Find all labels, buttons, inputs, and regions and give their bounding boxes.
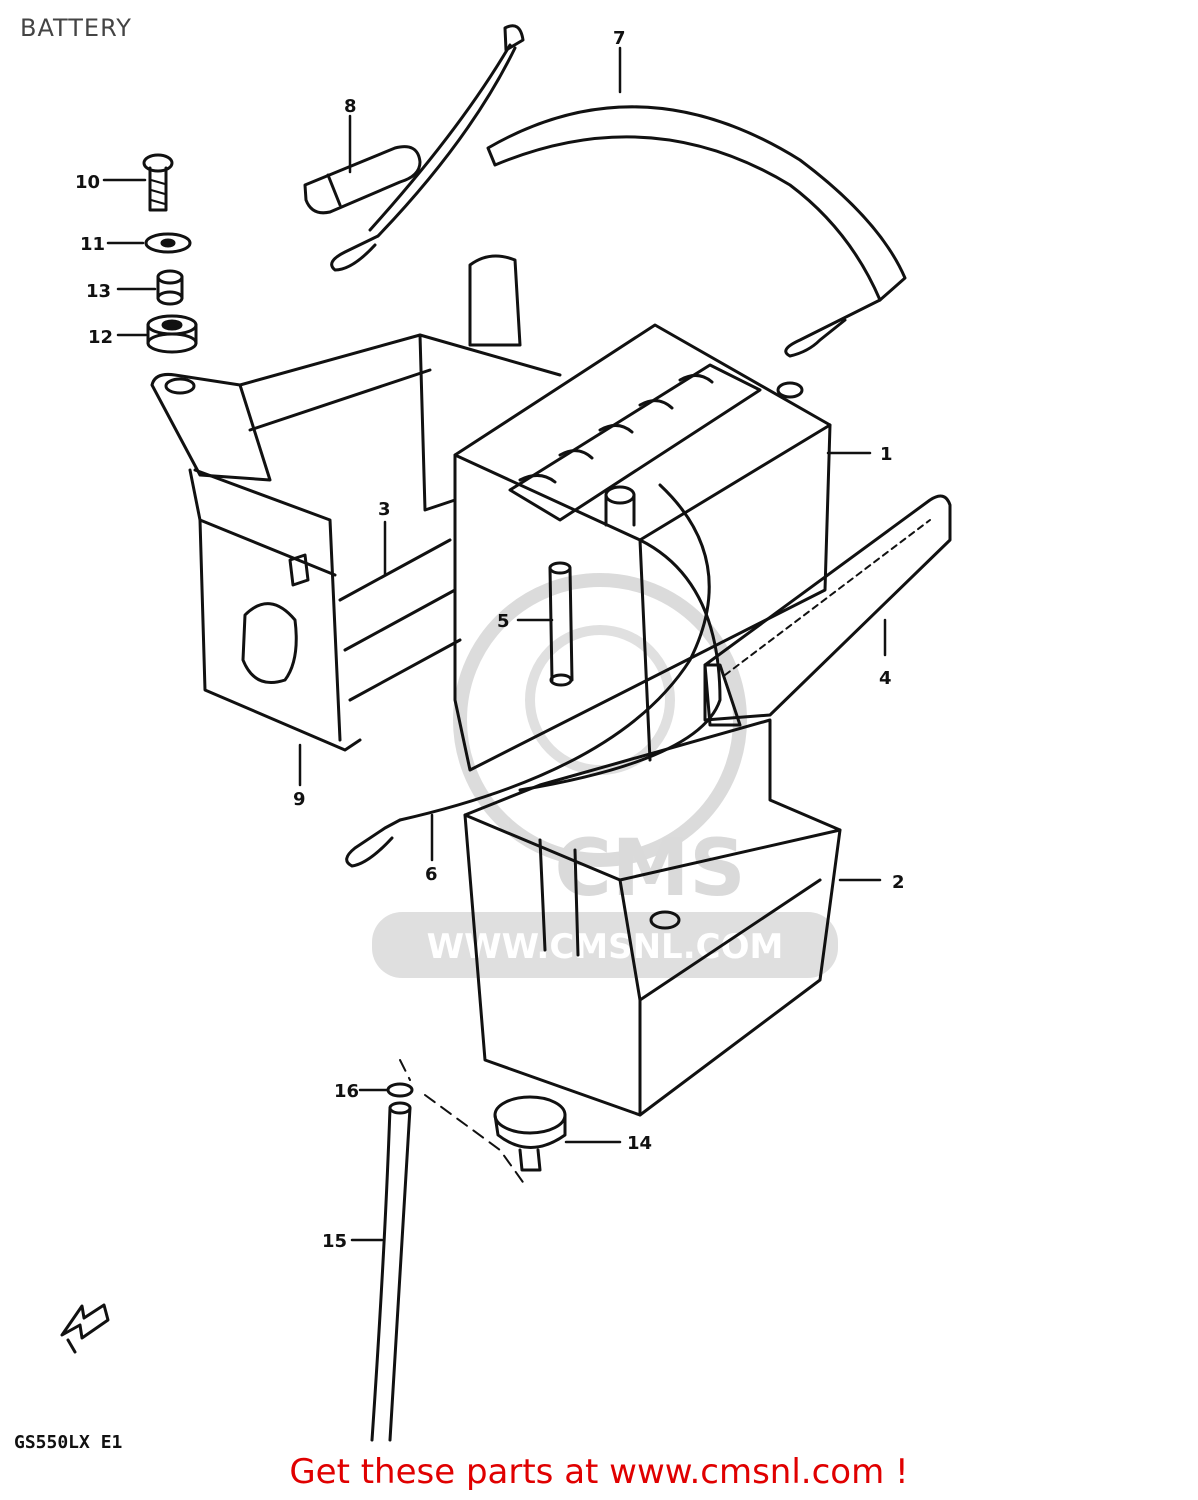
callout-9: 9 [293, 789, 306, 810]
callout-6: 6 [425, 864, 438, 885]
battery-holder-part [150, 254, 562, 752]
washer-part [144, 232, 192, 254]
cushion-part [146, 314, 198, 354]
footer-link[interactable]: Get these parts at www.cmsnl.com ! [289, 1452, 909, 1492]
watermark-logo: CMS [554, 824, 745, 914]
callout-3: 3 [378, 499, 391, 520]
callout-16: 16 [334, 1081, 359, 1102]
watermark-url: WWW.CMSNL.COM [427, 927, 784, 967]
callout-15: 15 [322, 1231, 347, 1252]
leader-lines [102, 46, 887, 1242]
negative-cable-part [345, 483, 711, 868]
front-direction-icon [60, 1303, 110, 1354]
battery-band-part [703, 494, 952, 727]
collar-part [156, 269, 184, 306]
vent-plug-part [548, 561, 574, 687]
tray-cushion-part [493, 1095, 567, 1172]
terminal-cap-part [303, 145, 422, 215]
callout-labels: 1 2 3 4 5 6 7 8 9 10 11 12 13 14 15 16 [75, 28, 905, 1252]
battery-tray-part [463, 718, 842, 1117]
callout-1: 1 [880, 444, 893, 465]
positive-cable-part [330, 24, 907, 358]
callout-13: 13 [86, 281, 111, 302]
callout-14: 14 [627, 1133, 652, 1154]
callout-11: 11 [80, 234, 105, 255]
callout-8: 8 [344, 96, 357, 117]
page-title: BATTERY [20, 14, 132, 42]
battery-part [453, 323, 832, 792]
model-code: GS550LX E1 [14, 1432, 123, 1453]
callout-10: 10 [75, 172, 100, 193]
watermark: CMS WWW.CMSNL.COM [372, 573, 838, 978]
callout-2: 2 [892, 872, 905, 893]
callout-12: 12 [88, 327, 113, 348]
breather-hose-part [370, 1082, 414, 1442]
bolt-part [142, 153, 174, 212]
callout-5: 5 [497, 611, 510, 632]
callout-4: 4 [879, 668, 892, 689]
callout-7: 7 [613, 28, 626, 49]
